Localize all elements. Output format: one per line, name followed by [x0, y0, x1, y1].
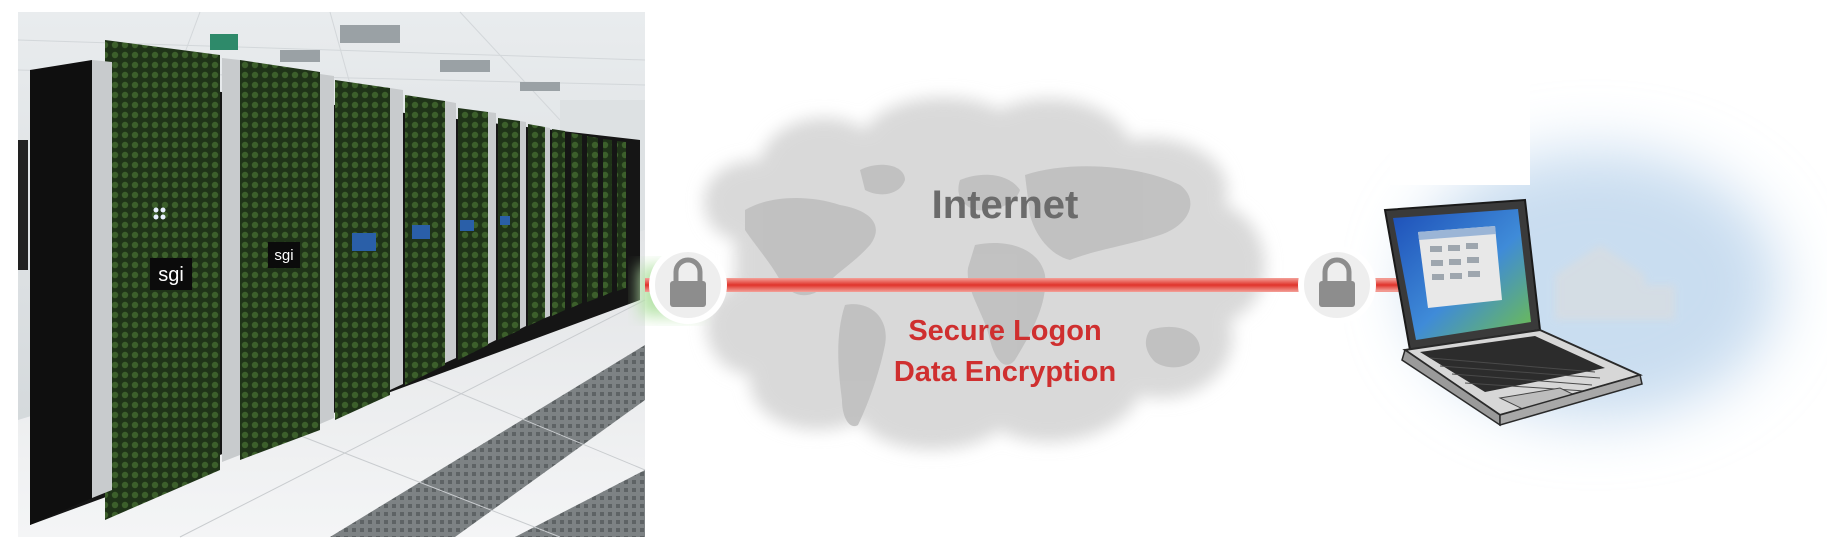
- internet-cloud: Internet: [703, 97, 1266, 450]
- asia: [1025, 166, 1191, 260]
- sgi-logo-text: sgi: [158, 264, 184, 286]
- cabinet-handles: [92, 58, 550, 498]
- data-encryption-label: Data Encryption: [894, 356, 1116, 388]
- internet-label: Internet: [932, 183, 1079, 227]
- laptop-keyboard: [1420, 336, 1605, 392]
- server-room-photo: sgi sgi: [17, 11, 646, 538]
- south-america: [838, 304, 886, 427]
- house-icon: [1555, 245, 1675, 320]
- laptop-icon: [1383, 198, 1643, 427]
- cabinet-end-panel: [30, 60, 92, 525]
- australia: [1145, 326, 1200, 368]
- lock-icon: [1298, 246, 1376, 324]
- screen-window: [1418, 226, 1502, 308]
- europe: [958, 174, 1020, 211]
- north-america: [745, 198, 876, 296]
- sgi-logo-plates: sgi sgi: [150, 216, 510, 290]
- exit-sign: [210, 34, 238, 50]
- ceiling-lights: [280, 25, 560, 91]
- africa: [967, 243, 1046, 365]
- left-rack-edge: [18, 140, 28, 270]
- glow-cutout: [1390, 10, 1530, 185]
- world-map: [745, 164, 1200, 427]
- greenland: [860, 164, 905, 195]
- lock-icon: [649, 246, 727, 324]
- status-leds: [153, 207, 166, 220]
- sgi-logo-text-2: sgi: [274, 247, 293, 264]
- keyboard-keys: [1429, 357, 1601, 392]
- floor-grates: [330, 345, 645, 537]
- secure-logon-label: Secure Logon: [908, 315, 1101, 347]
- encrypted-link-line: [645, 278, 1415, 292]
